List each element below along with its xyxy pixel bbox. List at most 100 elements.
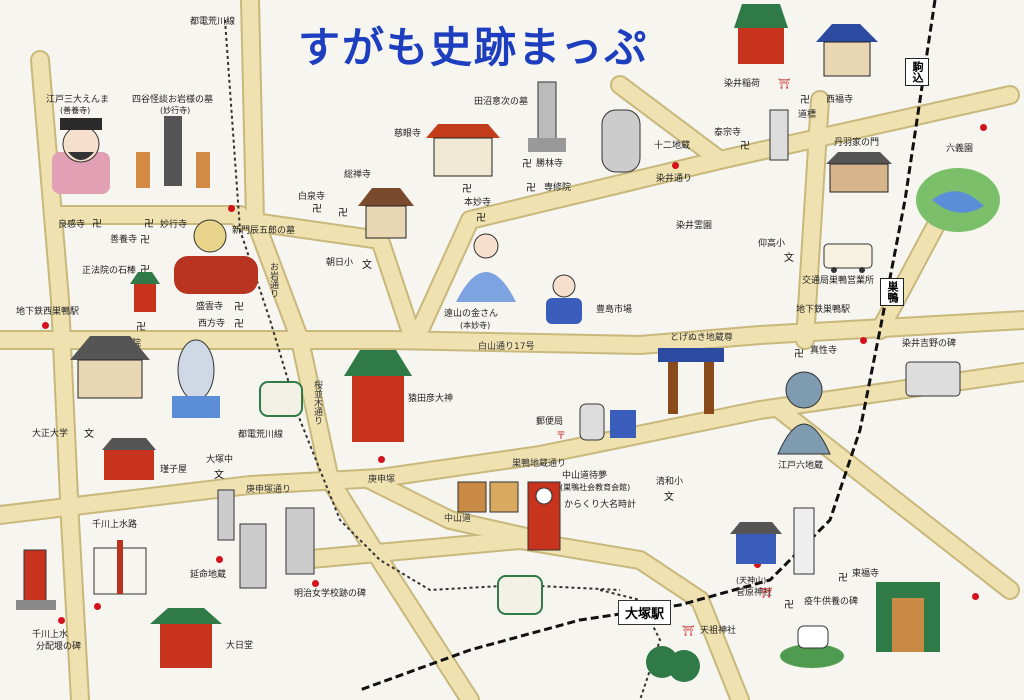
label-tanuma: 田沼意次の墓 <box>474 97 529 107</box>
label-yubin: 郵便局 <box>536 417 564 427</box>
signpost-illustration <box>769 109 789 161</box>
map-dot <box>216 556 223 563</box>
road-label-oiwa: お岩通り <box>268 262 278 298</box>
komagome-sign: 駒込 <box>905 58 929 86</box>
label-tenjinyama: (天神山) <box>736 576 767 585</box>
rikugien-garden-illustration <box>916 168 1000 232</box>
label-sugawara: 菅原神社 <box>736 588 773 598</box>
map-dot <box>754 561 761 568</box>
label-dainichi: 大日堂 <box>226 641 254 651</box>
school-symbol: 文 <box>362 260 372 271</box>
shrine-symbol: ⛩ <box>682 626 695 637</box>
label-somei-yoshino: 染井吉野の碑 <box>902 339 957 349</box>
label-juni: 十二地蔵 <box>654 141 691 151</box>
temple-symbol: 卍 <box>800 95 810 106</box>
post-office-symbol: 〒 <box>556 431 566 442</box>
sohsen-temple-illustration <box>358 188 414 239</box>
label-yotsuya: 四谷怪談お岩様の墓 <box>132 95 214 105</box>
label-tokufuku: 東福寺 <box>852 569 880 579</box>
shrine-symbol: ⛩ <box>760 588 773 599</box>
label-hakusen: 白泉寺 <box>298 192 326 202</box>
label-nakasendo-sub: (巣鴨社会教育会館) <box>560 483 631 492</box>
senkawa-fence-illustration <box>93 540 147 595</box>
label-toshima: 豊島市場 <box>596 305 633 315</box>
toyama-kinsan-illustration <box>456 233 516 302</box>
map-dot <box>672 162 679 169</box>
label-somei-inari: 染井稲荷 <box>724 79 761 89</box>
label-jimetro-nishi: 地下鉄西巣鴨駅 <box>16 307 80 317</box>
label-myogyo: 妙行寺 <box>160 220 188 230</box>
senkawa-bunpai-monument-illustration <box>16 549 56 610</box>
temple-symbol: 卍 <box>234 319 244 330</box>
stone-monument-illustration <box>601 109 641 173</box>
school-symbol: 文 <box>784 253 794 264</box>
map-dot <box>228 205 235 212</box>
label-otsuka-chu: 大塚中 <box>206 455 234 465</box>
otsuka-station-sign: 大塚駅 <box>618 600 672 625</box>
label-karakuri: からくり大名時計 <box>564 500 637 510</box>
label-gyoko: 仰高小 <box>758 239 786 249</box>
map-dot <box>860 337 867 344</box>
label-edo-roku: 江戸六地蔵 <box>778 461 824 471</box>
road-label-sakuranamiki: 桜並木通り <box>312 380 322 425</box>
school-symbol: 文 <box>214 470 224 481</box>
label-ekigyu: 疫牛供養の碑 <box>804 597 859 607</box>
label-zenyo: 善養寺 <box>110 235 138 245</box>
label-jigen: 慈眼寺 <box>394 129 422 139</box>
label-tenso: 天祖神社 <box>700 626 737 636</box>
label-honmyo: 本妙寺 <box>464 198 492 208</box>
label-sarutahiko: 猿田彦大神 <box>408 394 454 404</box>
temple-symbol: 卍 <box>794 349 804 360</box>
enma-figure-illustration <box>52 118 110 194</box>
road-label-jizo: 巣鴨地蔵通り <box>512 459 567 469</box>
label-senkawa-suiro: 千川上水路 <box>92 520 138 530</box>
label-dohyo: 道標 <box>798 110 817 120</box>
label-tamagoya: 瑾子屋 <box>160 465 188 475</box>
label-shinmon: 新門辰五郎の墓 <box>232 226 296 236</box>
temple-symbol: 卍 <box>338 208 348 219</box>
label-senkawa-bunpai2: 分配堰の碑 <box>36 642 82 652</box>
road-label-togenuki: とげぬき地蔵尊 <box>670 333 733 343</box>
label-taisho: 大正大学 <box>32 429 69 439</box>
sugamo-sign: 巣鴨 <box>880 278 904 306</box>
niwa-gate-illustration <box>826 152 892 193</box>
label-rikugien: 六義園 <box>946 144 974 154</box>
label-senkawa-bunpai: 千川上水 <box>32 630 69 640</box>
temple-symbol: 卍 <box>140 235 150 246</box>
temple-symbol: 卍 <box>234 302 244 313</box>
label-kotsu: 交通局巣鴨営業所 <box>802 276 875 286</box>
jigen-temple-illustration <box>426 124 500 177</box>
temple-symbol: 卍 <box>140 265 150 276</box>
togenuki-gate-illustration <box>658 348 724 414</box>
label-niwaka: 丹羽家の門 <box>834 138 880 148</box>
map-dot <box>312 580 319 587</box>
map-dot <box>94 603 101 610</box>
edo-roku-jizo-illustration <box>777 371 831 455</box>
label-enma: 江戸三大えんま <box>46 95 110 105</box>
map-dot <box>378 456 385 463</box>
map-title: すがも史跡まっぷ <box>298 23 649 72</box>
label-yotsuya-sub: (妙行寺) <box>160 106 191 115</box>
map-dot <box>42 322 49 329</box>
toden-label-mid: 都電荒川線 <box>238 430 284 440</box>
road-label-koshinzuka: 庚申塚 <box>368 475 396 485</box>
temple-symbol: 卍 <box>312 204 322 215</box>
label-jimetro-sugamo: 地下鉄巣鴨駅 <box>796 305 851 315</box>
temple-symbol: 卍 <box>136 322 146 333</box>
sugawara-shrine-illustration <box>730 522 782 564</box>
label-taisou: 泰宗寺 <box>714 128 742 138</box>
tokufuku-stairs-illustration <box>876 582 940 652</box>
sarutahiko-shrine-illustration <box>344 350 412 442</box>
label-shoho: 正法院の石棒 <box>82 266 137 276</box>
label-ryoken: 良感寺 <box>58 220 86 230</box>
temple-symbol: 卍 <box>144 219 154 230</box>
market-vendor-illustration <box>546 274 582 324</box>
map-dot <box>972 593 979 600</box>
label-enma-sub: (善養寺) <box>60 106 91 115</box>
temple-symbol: 卍 <box>476 213 486 224</box>
road-label-hakusan: 白山通り17号 <box>478 342 535 352</box>
label-nakasendo-taimu: 中山道待夢 <box>562 471 608 481</box>
label-toyama-sub: (本妙寺) <box>460 321 491 330</box>
